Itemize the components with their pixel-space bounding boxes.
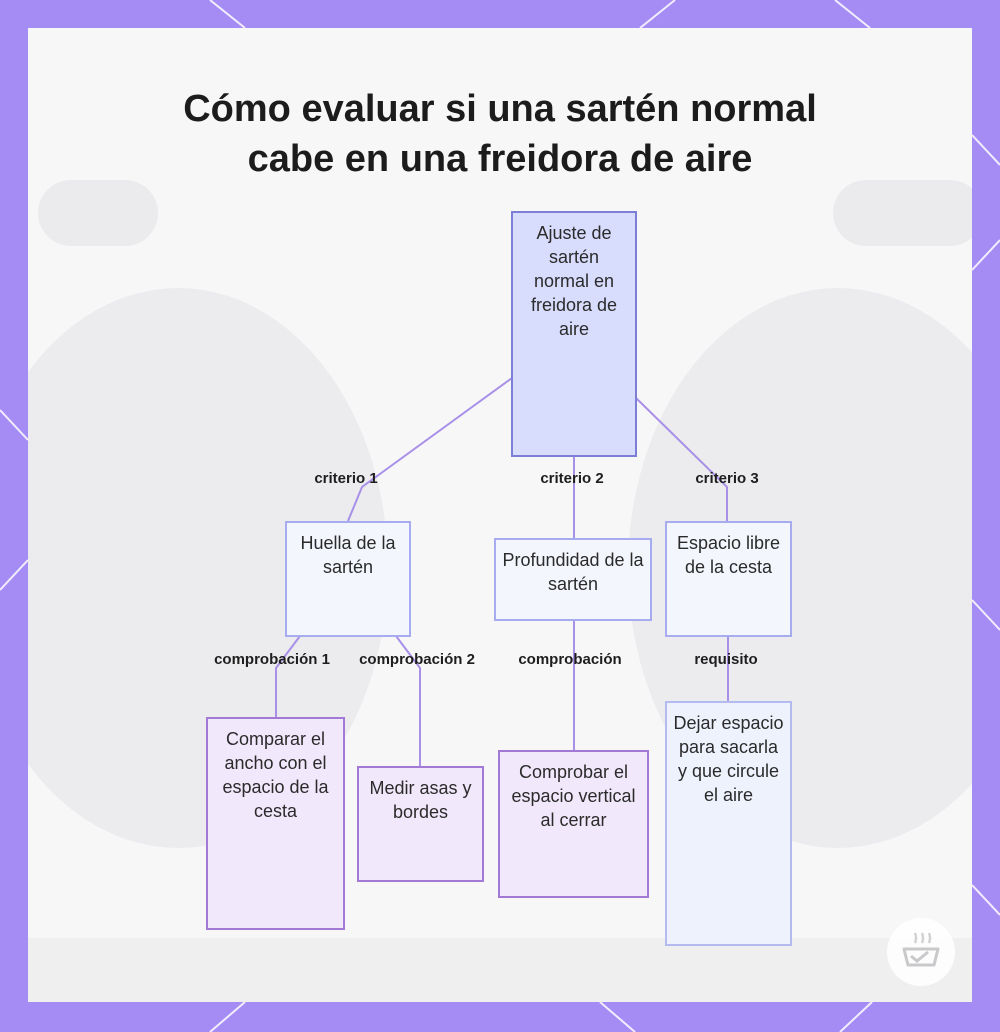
node-check-vertical-label: Comprobar el espacio vertical al cerrar <box>511 762 636 830</box>
node-pan-fit-label: Ajuste de sartén normal en freidora de a… <box>530 223 618 339</box>
node-compare-width-label: Comparar el ancho con el espacio de la c… <box>222 729 329 821</box>
node-pan-fit: Ajuste de sartén normal en freidora de a… <box>511 211 637 457</box>
node-pan-depth: Profundidad de la sartén <box>494 538 652 621</box>
edge-label-check-2: comprobación 2 <box>359 651 475 668</box>
edge-label-criterion-2: criterio 2 <box>540 470 604 487</box>
edge-label-check: comprobación <box>518 651 622 668</box>
node-pan-footprint-label: Huella de la sartén <box>300 533 396 577</box>
node-measure-handles-label: Medir asas y bordes <box>369 778 472 822</box>
background-shape <box>38 180 158 246</box>
node-compare-width: Comparar el ancho con el espacio de la c… <box>206 717 345 930</box>
node-basket-space: Espacio libre de la cesta <box>665 521 792 637</box>
node-check-vertical: Comprobar el espacio vertical al cerrar <box>498 750 649 898</box>
page-title: Cómo evaluar si una sartén normal cabe e… <box>0 84 1000 184</box>
node-basket-space-label: Espacio libre de la cesta <box>676 533 781 577</box>
cooking-pot-badge-icon <box>887 918 955 986</box>
node-pan-depth-label: Profundidad de la sartén <box>502 550 644 594</box>
edge-label-criterion-1: criterio 1 <box>314 470 378 487</box>
edge-label-criterion-3: criterio 3 <box>695 470 759 487</box>
title-line-1: Cómo evaluar si una sartén normal <box>183 88 817 130</box>
edge-label-check-1: comprobación 1 <box>214 651 330 668</box>
node-leave-space-label: Dejar espacio para sacarla y que circule… <box>673 713 784 805</box>
background-shape <box>28 938 972 1002</box>
background-shape <box>833 180 972 246</box>
edge-label-requirement: requisito <box>694 651 758 668</box>
title-line-2: cabe en una freidora de aire <box>247 138 753 180</box>
node-measure-handles: Medir asas y bordes <box>357 766 484 882</box>
node-pan-footprint: Huella de la sartén <box>285 521 411 637</box>
node-leave-space: Dejar espacio para sacarla y que circule… <box>665 701 792 946</box>
